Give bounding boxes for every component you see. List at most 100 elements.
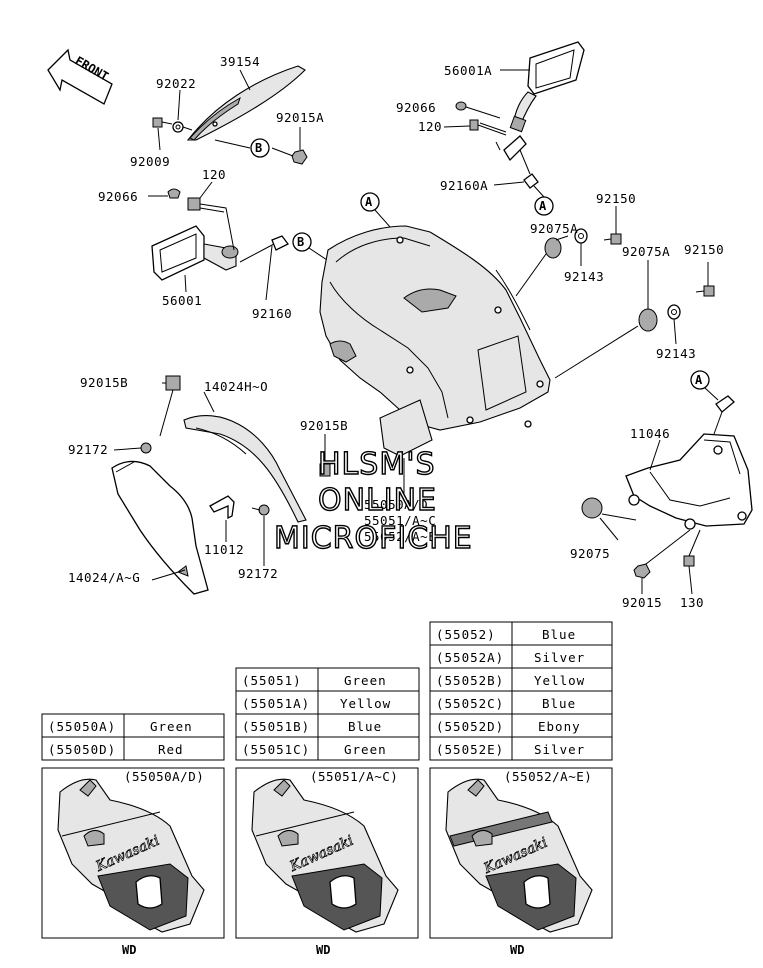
t55052-color-0: Blue <box>542 627 576 642</box>
label-14024H: 14024H~O <box>204 379 268 394</box>
label-92172-mid: 92172 <box>238 566 278 581</box>
bolt-120-top <box>469 119 507 136</box>
label-92066-left: 92066 <box>98 189 138 204</box>
damper-92075A-a <box>544 237 562 259</box>
t55051-color-2: Blue <box>348 719 382 734</box>
clip-11012 <box>209 495 235 520</box>
t55050-color-1: Red <box>158 742 184 757</box>
watermark-line-1: HLSM'S <box>318 447 436 482</box>
grommet-92066-left <box>167 188 181 199</box>
label-92015: 92015 <box>622 595 662 610</box>
cover-39154 <box>186 65 306 141</box>
nut-92022 <box>172 121 184 133</box>
stay-bracket-11046 <box>625 395 753 530</box>
label-92160A: 92160A <box>440 178 488 193</box>
watermark: HLSM'S ONLINE MICROFICHE <box>273 446 473 556</box>
callout-a-bracket <box>690 370 710 390</box>
label-92066-top: 92066 <box>396 100 436 115</box>
label-92150-b: 92150 <box>684 242 724 257</box>
t55052-color-1: Silver <box>534 650 585 665</box>
watermark-line-3: MICROFICHE <box>274 521 473 556</box>
bolt-92009 <box>152 117 173 128</box>
mirror-56001 <box>151 225 239 281</box>
panel-2-code: (55051/A~C) <box>310 769 398 784</box>
panel-3-badge: WD <box>510 943 524 957</box>
mirror-56001A <box>503 41 585 162</box>
label-92075A-b: 92075A <box>622 244 670 259</box>
damper-92075 <box>581 497 603 519</box>
inner-panel-14024H <box>183 415 307 523</box>
label-92022: 92022 <box>156 76 196 91</box>
t55051-color-1: Yellow <box>340 696 391 711</box>
label-55051: 55051/A~C <box>364 513 436 528</box>
label-92143-a: 92143 <box>564 269 604 284</box>
label-56001A: 56001A <box>444 63 492 78</box>
color-table-55052: (55052) Blue (55052A) Silver (55052B) Ye… <box>429 621 613 761</box>
t55052-color-2: Yellow <box>534 673 585 688</box>
label-92015B-left: 92015B <box>80 375 128 390</box>
panel-3-code: (55052/A~E) <box>504 769 592 784</box>
decal-panel-55052: (55052/A~E) Kawasaki WD <box>429 767 613 957</box>
t55050-code-0: (55050A) <box>48 719 116 734</box>
t55052-code-0: (55052) <box>436 627 496 642</box>
bolt-92150-b <box>695 285 715 297</box>
callout-a-bracket-label: A <box>695 373 703 387</box>
bolt-130 <box>683 529 701 567</box>
callout-b-top-label: B <box>255 141 262 155</box>
label-92009: 92009 <box>130 154 170 169</box>
bolt-92172-mid <box>251 504 270 516</box>
t55052-code-5: (55052E) <box>436 742 504 757</box>
t55051-color-0: Green <box>344 673 387 688</box>
plate-92160A <box>523 173 539 189</box>
panel-1-code: (55050A/D) <box>124 769 204 784</box>
label-130: 130 <box>680 595 704 610</box>
collar-92143-b <box>667 304 681 320</box>
t55051-code-0: (55051) <box>242 673 302 688</box>
label-39154: 39154 <box>220 54 260 69</box>
bolt-92150-a <box>603 233 622 245</box>
label-55050: 55050A/D <box>364 497 428 512</box>
watermark-line-2: ONLINE <box>318 483 437 518</box>
callout-a-cowl <box>360 192 380 212</box>
t55051-code-1: (55051A) <box>242 696 310 711</box>
label-11046: 11046 <box>630 426 670 441</box>
label-92172-left: 92172 <box>68 442 108 457</box>
t55052-code-2: (55052B) <box>436 673 504 688</box>
label-55052: 55052/A~E <box>364 529 436 544</box>
nut-92015A <box>291 149 308 165</box>
bolt-92172-left <box>140 442 152 454</box>
upper-cowl <box>319 225 551 457</box>
t55050-color-0: Green <box>150 719 193 734</box>
plate-92160 <box>271 235 289 251</box>
decal-panel-55050: (55050A/D) Kawasaki WD <box>41 767 225 957</box>
grommet-92066-top <box>455 101 467 111</box>
t55051-code-2: (55051B) <box>242 719 310 734</box>
label-92150-a: 92150 <box>596 191 636 206</box>
label-92015B-mid: 92015B <box>300 418 348 433</box>
damper-92075A-b <box>638 308 658 332</box>
callout-b-cowl-label: B <box>297 235 304 249</box>
label-92143-b: 92143 <box>656 346 696 361</box>
callout-a-cowl-label: A <box>365 195 373 209</box>
nut-92015B-left <box>165 375 181 391</box>
label-56001: 56001 <box>162 293 202 308</box>
t55052-color-3: Blue <box>542 696 576 711</box>
color-table-55050: (55050A) Green (55050D) Red <box>41 713 225 761</box>
t55052-color-4: Ebony <box>538 719 581 734</box>
callout-b-top <box>250 138 270 158</box>
label-120-top: 120 <box>418 119 442 134</box>
t55052-color-5: Silver <box>534 742 585 757</box>
decal-panel-55051: (55051/A~C) Kawasaki WD <box>235 767 419 957</box>
front-arrow-icon: FRONT <box>47 48 113 105</box>
color-table-55051: (55051) Green (55051A) Yellow (55051B) B… <box>235 667 420 761</box>
label-92075A-a: 92075A <box>530 221 578 236</box>
label-92160: 92160 <box>252 306 292 321</box>
panel-2-badge: WD <box>316 943 330 957</box>
callout-b-cowl <box>292 232 312 252</box>
label-92075: 92075 <box>570 546 610 561</box>
t55050-code-1: (55050D) <box>48 742 116 757</box>
label-120-left: 120 <box>202 167 226 182</box>
t55052-code-4: (55052D) <box>436 719 504 734</box>
callout-a-mirror-label: A <box>539 199 547 213</box>
